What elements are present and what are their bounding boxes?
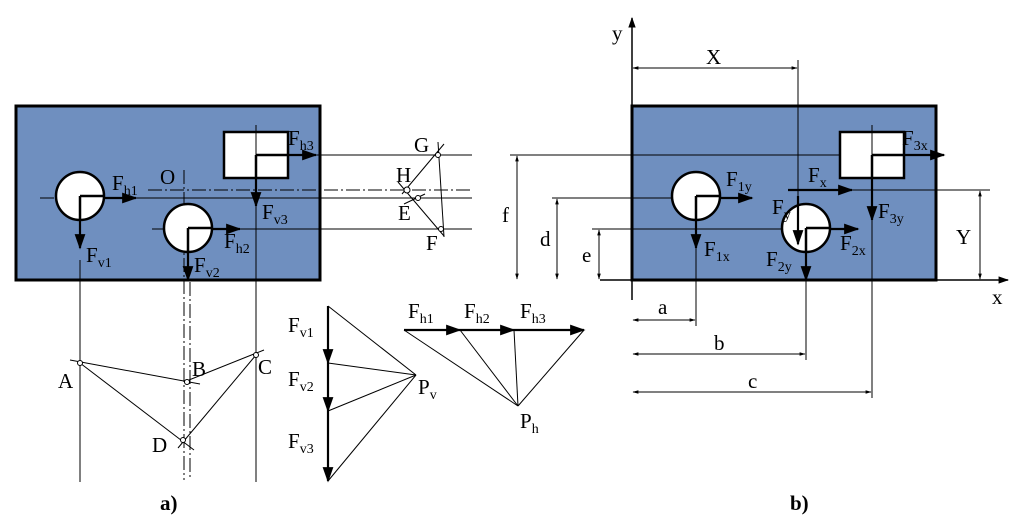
figure-a: Fh1 Fh2 Fh3 Fv1 Fv2 Fv3 O G H E F	[14, 104, 586, 515]
ray-h-3	[513, 329, 519, 407]
ray-v-4	[327, 374, 417, 482]
label-Fh2: Fh2	[224, 229, 250, 257]
dim-label-e: e	[582, 243, 591, 267]
ray-h-1	[403, 329, 519, 407]
funicular-horizontal: G H E F	[396, 133, 445, 255]
label-F1x: F1x	[704, 237, 730, 265]
label-F3x: F3x	[902, 126, 928, 154]
label-F1y: F1y	[726, 167, 752, 195]
point-H	[403, 186, 411, 194]
dim-label-f: f	[502, 203, 509, 227]
figure-b: y x X f d e Y a b c	[502, 16, 1010, 515]
label-Fx: Fx	[808, 163, 827, 191]
point-E	[415, 195, 421, 201]
dim-label-c: c	[748, 369, 757, 393]
force-polygon-vertical: Fv1 Fv2 Fv3 Pv	[288, 305, 437, 483]
ray-h-2	[459, 329, 519, 407]
label-F2y: F2y	[766, 247, 792, 275]
label-Fv1: Fv1	[86, 243, 112, 271]
point-A	[77, 360, 83, 366]
caption-b: b)	[790, 491, 809, 515]
dim-label-a: a	[658, 295, 668, 319]
label-B: B	[192, 357, 206, 381]
funicular-v-line-3	[79, 362, 195, 451]
label-A: A	[58, 369, 74, 393]
dim-label-d: d	[540, 227, 551, 251]
label-Fh3: Fh3	[288, 126, 314, 154]
label-Fy: Fy	[772, 195, 791, 223]
funicular-h-line-2	[437, 141, 445, 238]
label-F3y: F3y	[878, 199, 904, 227]
ray-v-2	[327, 362, 417, 376]
label-D: D	[152, 433, 167, 457]
point-C	[253, 352, 259, 358]
force-polygon-horizontal: Fh1 Fh2 Fh3 Ph	[403, 299, 586, 437]
label-Fh1: Fh1	[112, 171, 138, 199]
dim-label-b: b	[714, 331, 725, 355]
label-E: E	[398, 201, 411, 225]
y-axis-label: y	[612, 21, 623, 45]
label-H: H	[396, 163, 411, 187]
poly-label-Fh2: Fh2	[464, 299, 490, 327]
label-F: F	[426, 231, 438, 255]
ray-h-4	[517, 329, 585, 407]
label-origin-O: O	[160, 165, 175, 189]
funicular-vertical: A B C D	[58, 349, 272, 457]
funicular-v-line-1	[69, 359, 201, 385]
label-Fv3: Fv3	[262, 200, 288, 228]
hole-2-right-marker	[804, 226, 830, 252]
point-D	[180, 437, 186, 443]
ray-v-1	[327, 305, 417, 376]
poly-label-Fv2: Fv2	[288, 367, 314, 395]
funicular-v-line-2	[183, 349, 265, 383]
hole-1-right-marker	[694, 194, 720, 220]
label-Fv2: Fv2	[194, 253, 220, 281]
pole-Pv: Pv	[418, 375, 437, 403]
poly-label-Fh1: Fh1	[408, 299, 434, 327]
funicular-v-line-4	[177, 354, 257, 449]
point-G	[435, 152, 441, 158]
dim-label-Y: Y	[956, 225, 971, 249]
label-G: G	[414, 133, 429, 157]
caption-a: a)	[160, 491, 178, 515]
pole-Ph: Ph	[520, 409, 539, 437]
label-F2x: F2x	[840, 231, 866, 259]
poly-label-Fv1: Fv1	[288, 313, 314, 341]
point-F	[438, 226, 444, 232]
poly-label-Fh3: Fh3	[520, 299, 546, 327]
x-axis-label: x	[992, 285, 1003, 309]
point-B	[184, 379, 190, 385]
ray-v-3	[327, 374, 417, 412]
hole-2-marker	[186, 226, 212, 252]
dim-label-X: X	[706, 45, 721, 69]
label-C: C	[258, 355, 272, 379]
funicular-h-line-4	[403, 193, 426, 205]
poly-label-Fv3: Fv3	[288, 429, 314, 457]
hole-1-marker	[78, 194, 104, 220]
